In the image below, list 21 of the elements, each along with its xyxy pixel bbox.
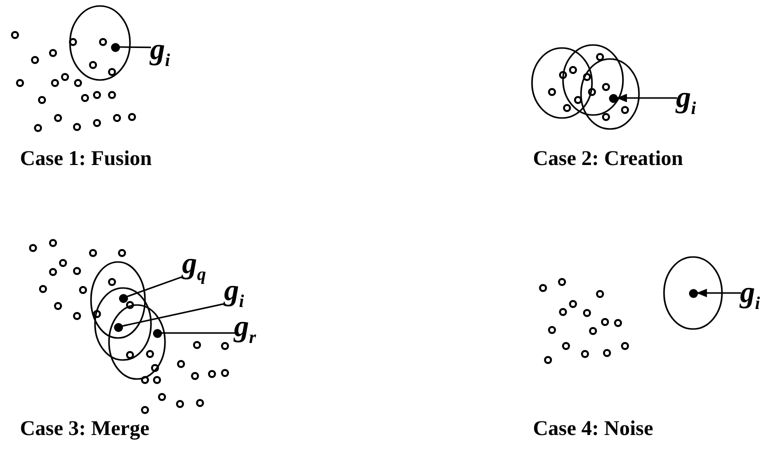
leader-line bbox=[120, 46, 151, 48]
leader-line bbox=[696, 288, 741, 298]
center-point bbox=[114, 322, 122, 332]
center-point bbox=[688, 288, 698, 298]
center-point bbox=[110, 42, 120, 52]
case-caption: Case 4: Noise bbox=[533, 416, 654, 441]
center-point bbox=[118, 294, 128, 302]
center-point bbox=[152, 328, 162, 338]
leader-line bbox=[122, 302, 226, 327]
point-label: g$_{i}$ bbox=[676, 84, 696, 122]
point-label: g$_{r}$ bbox=[234, 313, 256, 351]
case-caption: Case 3: Merge bbox=[20, 416, 150, 441]
leader-line bbox=[616, 94, 677, 102]
point-label: g$_{i}$ bbox=[740, 279, 760, 317]
case-caption: Case 2: Creation bbox=[533, 146, 684, 171]
leader-line bbox=[162, 332, 235, 334]
case-caption: Case 1: Fusion bbox=[20, 146, 152, 171]
center-point bbox=[608, 94, 618, 102]
point-label: g$_{i}$ bbox=[150, 36, 170, 74]
point-label: g$_{i}$ bbox=[224, 277, 244, 315]
point-label: g$_{q}$ bbox=[182, 250, 206, 288]
